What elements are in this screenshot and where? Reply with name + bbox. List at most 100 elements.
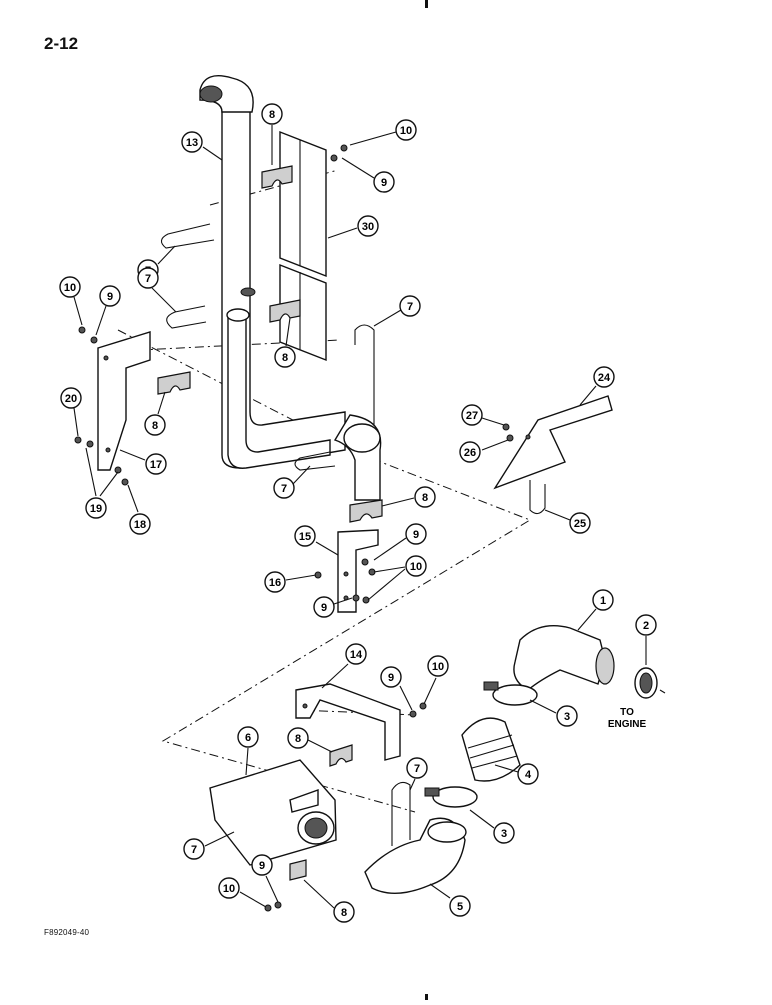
svg-text:18: 18	[134, 519, 146, 531]
svg-text:8: 8	[341, 907, 347, 919]
callout-20: 20	[60, 387, 82, 437]
svg-text:10: 10	[64, 282, 76, 294]
svg-text:9: 9	[259, 860, 265, 872]
callout-8-mid: 8	[274, 317, 296, 368]
callout-16: 16	[264, 571, 317, 593]
svg-text:7: 7	[191, 844, 197, 856]
figure-code: F892049-40	[44, 928, 90, 937]
callout-1: 1	[577, 589, 614, 631]
svg-text:10: 10	[400, 125, 412, 137]
svg-text:5: 5	[457, 901, 463, 913]
elbow-pipe-5	[364, 817, 467, 894]
saddle-clamps-8	[157, 165, 383, 881]
svg-text:10: 10	[432, 661, 444, 673]
callout-7-right: 7	[373, 295, 421, 327]
bracket-17	[97, 331, 151, 471]
callout-9-mid: 9	[373, 523, 427, 561]
bracket-15	[337, 529, 379, 613]
callout-9-lower: 9	[380, 666, 413, 711]
callout-10-top: 10	[349, 119, 417, 146]
svg-text:3: 3	[501, 828, 507, 840]
callout-10-mid: 10	[367, 555, 427, 601]
callout-4: 4	[494, 763, 539, 785]
svg-text:15: 15	[299, 531, 311, 543]
hardware	[74, 144, 514, 912]
callout-3-lower: 3	[469, 809, 515, 844]
callout-6: 6	[237, 726, 259, 776]
svg-text:26: 26	[464, 447, 476, 459]
svg-text:1: 1	[600, 595, 606, 607]
svg-text:9: 9	[321, 602, 327, 614]
callout-30: 30	[327, 215, 379, 239]
tail-pipe-13	[199, 75, 346, 469]
svg-text:7: 7	[414, 763, 420, 775]
callout-10-left: 10	[59, 276, 83, 326]
callout-7-lower-right: 7	[406, 757, 428, 791]
svg-text:27: 27	[466, 410, 478, 422]
callout-25: 25	[544, 509, 591, 534]
callout-2: 2	[635, 614, 657, 665]
callout-group: 13 8 10 9 30 7 10 9 7 7 8 8 20 17 24 27 …	[59, 103, 657, 923]
svg-text:19: 19	[90, 503, 102, 515]
svg-text:16: 16	[269, 577, 281, 589]
svg-text:24: 24	[598, 372, 611, 384]
callout-27: 27	[461, 404, 505, 426]
svg-text:9: 9	[381, 177, 387, 189]
svg-text:8: 8	[282, 352, 288, 364]
svg-text:TO: TO	[620, 707, 634, 718]
callout-24: 24	[579, 366, 615, 406]
exhaust-elbow	[333, 414, 382, 501]
flex-hose-4	[461, 717, 521, 782]
callout-15: 15	[294, 525, 339, 556]
svg-text:9: 9	[388, 672, 394, 684]
callout-9-left: 9	[95, 285, 121, 336]
bracket-14	[295, 683, 401, 761]
svg-text:25: 25	[574, 518, 586, 530]
callout-26: 26	[459, 439, 509, 463]
callout-8-left: 8	[144, 391, 166, 436]
callout-9-bottom: 9	[251, 854, 279, 903]
svg-text:6: 6	[245, 732, 251, 744]
svg-text:8: 8	[422, 492, 428, 504]
callout-17: 17	[119, 449, 167, 475]
svg-text:8: 8	[295, 733, 301, 745]
svg-text:13: 13	[186, 137, 198, 149]
muffler-6	[209, 759, 337, 866]
svg-text:7: 7	[145, 273, 151, 285]
callout-10-bottom: 10	[218, 877, 267, 908]
svg-text:14: 14	[350, 649, 363, 661]
page-number: 2-12	[44, 34, 79, 53]
svg-text:2: 2	[643, 620, 649, 632]
svg-text:20: 20	[65, 393, 77, 405]
engine-label: TO ENGINE	[608, 707, 647, 730]
callout-9-lower-mid: 9	[313, 596, 353, 618]
callout-7-mid-left: 7	[137, 267, 177, 313]
svg-text:10: 10	[410, 561, 422, 573]
svg-text:8: 8	[152, 420, 158, 432]
svg-text:30: 30	[362, 221, 374, 233]
callout-10-lower: 10	[423, 655, 449, 705]
callout-13: 13	[181, 131, 223, 161]
callout-8-mid-right: 8	[381, 486, 436, 508]
svg-text:ENGINE: ENGINE	[608, 719, 647, 730]
hose-clamp-3-upper	[483, 681, 538, 706]
svg-text:8: 8	[269, 109, 275, 121]
hose-clamp-3-lower	[424, 786, 478, 808]
heat-shield-24	[493, 395, 613, 515]
callout-3-upper: 3	[529, 699, 578, 727]
svg-text:9: 9	[107, 291, 113, 303]
svg-text:7: 7	[281, 483, 287, 495]
svg-text:7: 7	[407, 301, 413, 313]
callout-7-bottom-left: 7	[183, 831, 235, 860]
callout-8-lower: 8	[287, 727, 333, 753]
callout-5: 5	[429, 883, 471, 917]
callout-19: 19	[85, 447, 119, 519]
callout-7-lower: 7	[273, 465, 311, 499]
elbow-pipe-1	[513, 625, 666, 699]
heat-shield-30	[279, 130, 327, 362]
callout-14: 14	[321, 643, 367, 689]
svg-text:17: 17	[150, 459, 162, 471]
svg-text:4: 4	[525, 769, 532, 781]
